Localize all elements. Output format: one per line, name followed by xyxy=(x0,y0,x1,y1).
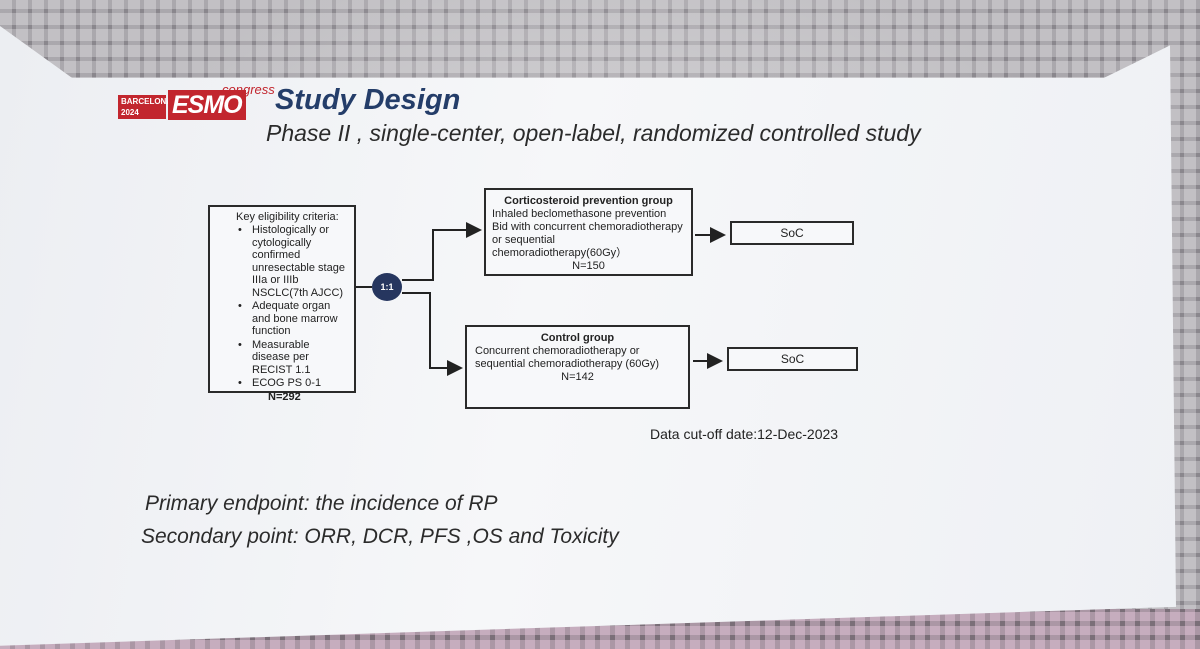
eligibility-criterion: ECOG PS 0-1 xyxy=(238,377,348,390)
group-b-outcome: SoC xyxy=(727,347,858,371)
data-cutoff: Data cut-off date:12-Dec-2023 xyxy=(650,426,839,442)
eligibility-criterion: Adequate organ and bone marrow function xyxy=(238,300,348,338)
eligibility-box: Key eligibility criteria: Histologically… xyxy=(208,205,356,403)
primary-endpoint: Primary endpoint: the incidence of RP xyxy=(145,492,498,515)
group-b-box: Control group Concurrent chemoradiothera… xyxy=(465,325,690,409)
group-a-title: Corticosteroid prevention group xyxy=(504,195,673,207)
group-b-description: Concurrent chemoradiotherapy or sequenti… xyxy=(475,345,660,370)
randomization-ratio: 1:1 xyxy=(372,273,402,301)
logo-city: BARCELONA xyxy=(121,97,173,106)
eligibility-criterion: Histologically or cytologically confirme… xyxy=(238,224,348,299)
group-b-title: Control group xyxy=(540,332,615,344)
endpoints: Primary endpoint: the incidence of RP Se… xyxy=(141,487,623,553)
logo-mark: ESMO xyxy=(168,90,246,120)
secondary-endpoint: Secondary point: ORR, DCR, PFS ,OS and T… xyxy=(141,525,619,548)
logo-suffix: congress xyxy=(222,82,275,97)
eligibility-heading: Key eligibility criteria: xyxy=(236,211,339,223)
arrow-to-group-a xyxy=(402,222,482,281)
slide-title: Study Design xyxy=(275,84,461,116)
arrow-to-group-b xyxy=(402,292,463,376)
eligibility-n: N=292 xyxy=(268,390,301,403)
slide-subtitle: Phase II , single-center, open-label, ra… xyxy=(266,120,921,146)
group-a-outcome: SoC xyxy=(730,221,854,245)
eligibility-criterion: Measurable disease per RECIST 1.1 xyxy=(238,339,348,377)
esmo-logo: BARCELONA 2024 ESMO congress xyxy=(118,82,275,122)
eligibility-list: Histologically or cytologically confirme… xyxy=(218,224,348,390)
group-b-n: N=142 xyxy=(561,371,594,383)
logo-city-badge: BARCELONA 2024 xyxy=(118,95,173,119)
group-a-description: Inhaled beclomethasone prevention Bid wi… xyxy=(492,208,683,259)
group-a-box: Corticosteroid prevention group Inhaled … xyxy=(484,188,693,276)
group-a-n: N=150 xyxy=(572,260,605,272)
logo-year: 2024 xyxy=(121,108,139,117)
